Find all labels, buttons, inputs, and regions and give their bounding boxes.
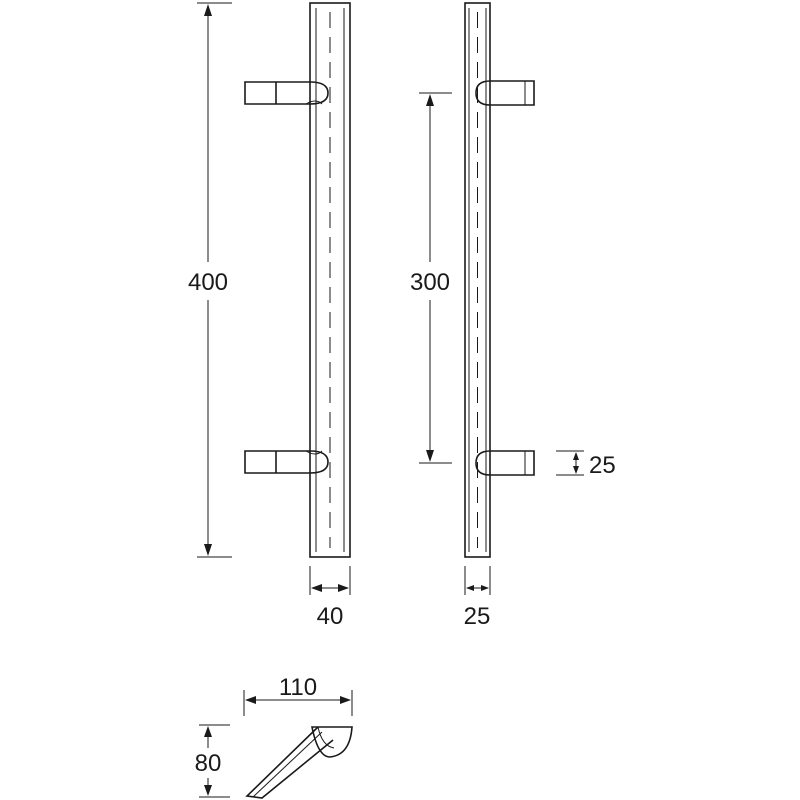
dimension-label-110: 110 [279,674,317,701]
dimension-bar-front-width: 40 [309,566,351,630]
dimension-label-25-height: 25 [589,452,616,479]
dimension-label-25-width: 25 [464,603,491,630]
front-view: 400 40 [188,2,351,630]
side-standoff-bottom [475,450,535,476]
dimension-bar-side-width: 25 [464,566,491,630]
dimension-depth: 80 [195,724,230,798]
dimension-label-400: 400 [188,269,228,296]
side-bar [464,2,491,558]
dimension-label-300: 300 [410,269,450,296]
dimension-overall-length: 400 [188,2,232,558]
front-standoff-top [244,81,329,105]
dimension-fixing-centres: 300 [410,92,452,464]
dimension-standoff-height: 25 [556,450,616,479]
plan-view: 110 80 [195,674,353,799]
side-standoff-top [475,80,535,106]
dimension-label-80: 80 [195,750,222,777]
plan-bar-profile [311,726,353,758]
plan-standoff-leg [245,726,334,799]
front-standoff-bottom [244,450,329,474]
side-view: 300 25 25 [410,2,616,630]
dimension-projection: 110 [243,674,353,716]
front-bar [309,2,351,558]
dimension-label-40: 40 [317,603,344,630]
